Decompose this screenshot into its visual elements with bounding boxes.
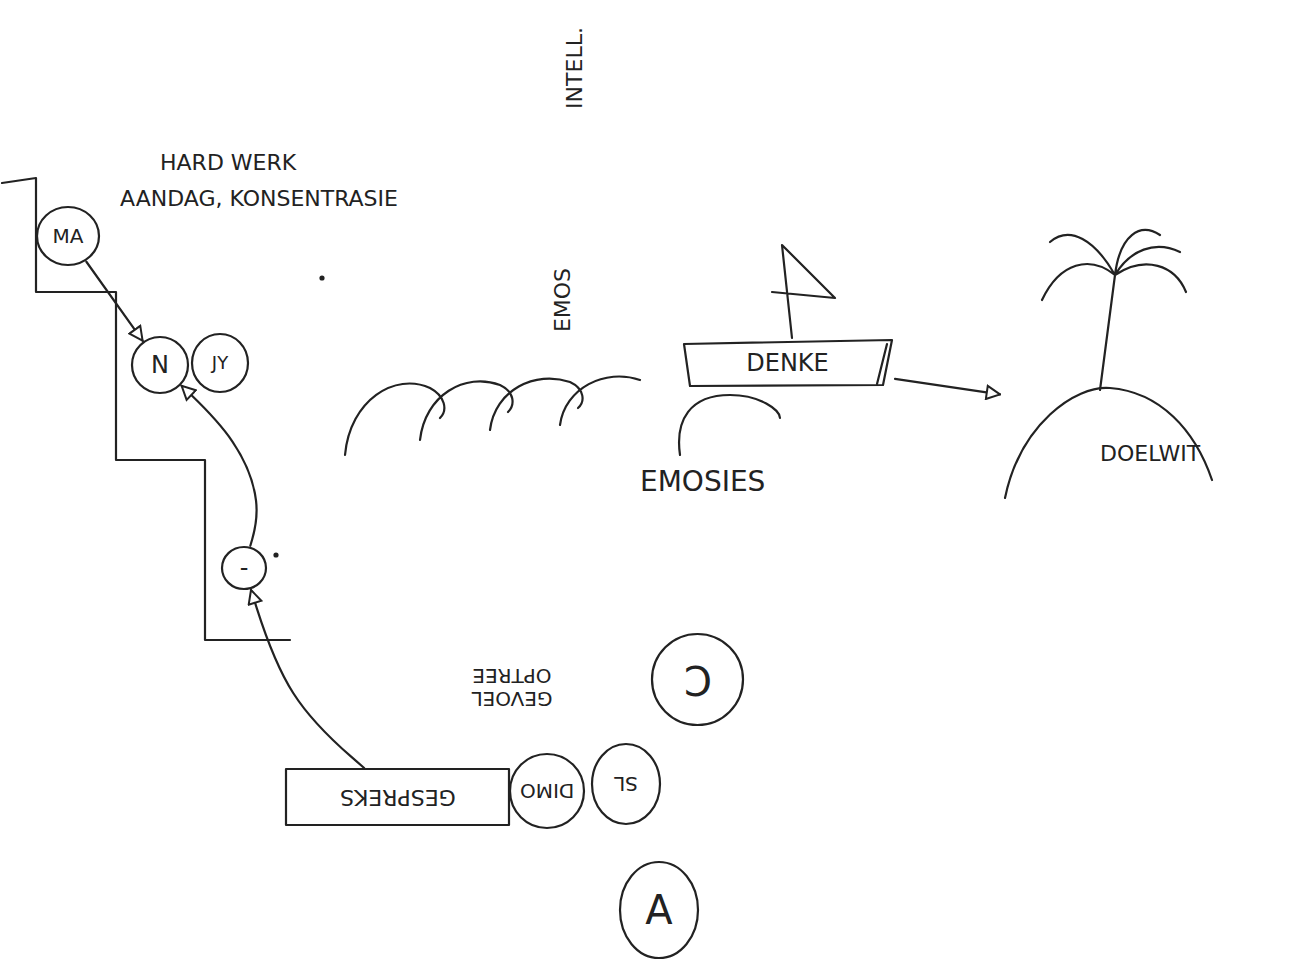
minus-circle: - — [220, 545, 268, 591]
letter-circle: C — [650, 632, 745, 727]
arrow-connector — [251, 590, 364, 768]
dot-mark — [321, 277, 324, 280]
person-circle: N — [130, 335, 190, 395]
node-text: DENKE — [746, 350, 829, 376]
node-text: DIMO — [520, 780, 574, 802]
node-text: - — [240, 555, 249, 581]
arrow-connector — [182, 386, 257, 546]
note-text: HARD WERK — [160, 150, 460, 180]
dot-mark — [275, 554, 278, 557]
arrow-connector — [895, 379, 1000, 394]
letter-circle: A — [618, 860, 700, 960]
palm-tree — [1042, 230, 1186, 390]
person-circle: JY — [190, 332, 250, 394]
boat-flag — [772, 245, 835, 338]
person-circle: SL — [590, 742, 662, 826]
node-text: GESPREKS — [340, 785, 456, 809]
staircase — [2, 178, 290, 640]
note-text: GEVOEL OPTREE — [452, 650, 572, 710]
node-text: C — [684, 658, 712, 702]
node-text: JY — [212, 353, 228, 373]
arrow-connector — [86, 262, 142, 341]
node-text: N — [151, 352, 169, 378]
wave-loops — [345, 377, 780, 455]
node-text: A — [645, 888, 672, 932]
boat-box: DENKE — [680, 338, 895, 388]
node-outline — [1000, 330, 1280, 500]
person-circle: DIMO — [508, 752, 586, 830]
note-text: AANDAG, KONSENTRASIE — [120, 186, 540, 216]
node-text: DOELWIT — [1100, 442, 1200, 466]
node-text: SL — [614, 773, 638, 795]
goal-island: DOELWIT — [1000, 330, 1280, 500]
conversation-box: GESPREKS — [285, 768, 510, 826]
note-text: EMOSIES — [640, 466, 860, 502]
note-text: INTELL. — [562, 8, 598, 128]
person-circle: MA — [35, 205, 101, 267]
note-text: EMOS — [550, 252, 586, 348]
node-text: MA — [53, 225, 84, 247]
